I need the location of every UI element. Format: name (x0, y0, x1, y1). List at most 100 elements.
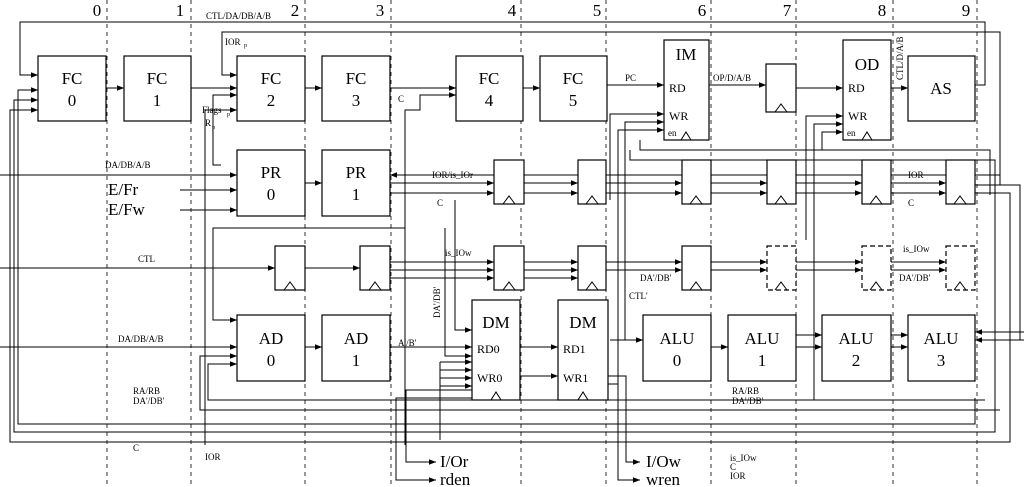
stage-dividers (106, 0, 978, 487)
stage-number-8: 8 (878, 1, 887, 20)
stage-number-9: 9 (962, 1, 971, 20)
svg-text:IM: IM (676, 45, 697, 64)
svg-text:1: 1 (352, 351, 361, 370)
svg-text:FC: FC (479, 69, 500, 88)
label-ior-is: IOR/is_IOr (432, 170, 473, 180)
label-is-iow-bot: is_IOw (730, 453, 757, 463)
block-alu1: ALU 1 (727, 314, 797, 382)
label-c-row2: C (437, 198, 443, 208)
svg-text:2: 2 (852, 351, 861, 370)
svg-text:3: 3 (937, 351, 946, 370)
block-fc3: FC 3 (321, 55, 391, 122)
svg-text:1: 1 (758, 351, 767, 370)
label-ior-bot2: IOR (730, 471, 746, 481)
label-ctlda: CTL/D/A/B (895, 36, 905, 80)
register-top-7 (765, 63, 797, 113)
svg-text:4: 4 (485, 91, 494, 110)
port-wren: wren (646, 470, 680, 487)
svg-text:ALU: ALU (745, 329, 780, 348)
label-dadbp2: DA'/DB' (732, 396, 764, 406)
label-dadb-vert: DA'/DB' (432, 286, 442, 318)
label-ior-bot: IOR (205, 452, 221, 462)
stage-number-0: 0 (93, 1, 102, 20)
svg-text:1: 1 (352, 185, 361, 204)
svg-text:ALU: ALU (839, 329, 874, 348)
label-dadbab1: DA/DB/A/B (105, 160, 151, 170)
svg-text:PR: PR (346, 163, 367, 182)
label-ctl: CTL (138, 254, 155, 264)
label-efr: E/Fr (108, 180, 139, 199)
block-pr1: PR 1 (321, 149, 391, 217)
block-od: OD RD WR en (842, 39, 892, 141)
svg-text:PR: PR (261, 163, 282, 182)
label-dadb-r: DA'/DB' (899, 273, 931, 283)
svg-text:0: 0 (267, 351, 276, 370)
svg-text:RD1: RD1 (563, 342, 586, 356)
label-ior-r: IOR (908, 170, 924, 180)
label-rarb: RA/RB (133, 386, 160, 396)
label-opdab: OP/D/A/B (713, 73, 751, 83)
label-c-bot: C (133, 443, 139, 453)
svg-text:AS: AS (930, 79, 952, 98)
svg-text:WR0: WR0 (477, 371, 502, 385)
label-is-iow: is_IOw (445, 248, 472, 258)
stage-number-1: 1 (176, 1, 185, 20)
stage-number-3: 3 (376, 1, 385, 20)
svg-text:2: 2 (267, 91, 276, 110)
svg-text:0: 0 (673, 351, 682, 370)
label-ctlp: CTL' (629, 291, 648, 301)
label-dadbp: DA'/DB' (133, 396, 165, 406)
block-alu0: ALU 0 (642, 314, 712, 382)
wires (0, 21, 1024, 483)
svg-text:0: 0 (68, 91, 77, 110)
label-efw: E/Fw (108, 200, 146, 219)
svg-text:ALU: ALU (660, 329, 695, 348)
svg-text:3: 3 (352, 91, 361, 110)
svg-text:en: en (847, 128, 856, 138)
stage-number-2: 2 (291, 1, 300, 20)
label-dadbab2: DA/DB/A/B (118, 334, 164, 344)
label-flags: Flags (202, 105, 222, 115)
label-c-r: C (908, 198, 914, 208)
svg-text:p: p (212, 125, 215, 131)
svg-text:p: p (244, 43, 247, 49)
svg-text:5: 5 (569, 91, 578, 110)
svg-text:OD: OD (855, 55, 880, 74)
block-fc1: FC 1 (123, 55, 192, 122)
ctl-row-registers (274, 245, 976, 291)
block-ad1: AD 1 (321, 314, 391, 382)
port-iow: I/Ow (646, 452, 682, 471)
label-is-iow-r: is_IOw (903, 244, 930, 254)
label-c-fc3: C (398, 94, 404, 104)
block-fc5: FC 5 (539, 55, 608, 122)
svg-text:FC: FC (346, 69, 367, 88)
svg-text:FC: FC (147, 69, 168, 88)
svg-text:AD: AD (344, 329, 369, 348)
label-ctl-top: CTL/DA/DB/A/B (206, 11, 271, 21)
block-im: IM RD WR en (663, 39, 710, 141)
svg-text:1: 1 (153, 91, 162, 110)
svg-text:WR: WR (669, 109, 688, 123)
stage-number-5: 5 (593, 1, 602, 20)
svg-text:FC: FC (563, 69, 584, 88)
label-c-bot2: C (730, 462, 736, 472)
block-pr0: PR 0 (236, 149, 306, 217)
svg-text:FC: FC (62, 69, 83, 88)
block-fc4: FC 4 (455, 55, 524, 122)
label-pc: PC (625, 73, 636, 83)
svg-text:RD: RD (669, 81, 686, 95)
svg-text:AD: AD (259, 329, 284, 348)
port-ior: I/Or (440, 452, 469, 471)
signal-labels: CTL/DA/DB/A/B IOR p Flags p R p C PC OP/… (105, 11, 931, 481)
stage-number-6: 6 (698, 1, 707, 20)
svg-text:WR1: WR1 (563, 371, 588, 385)
svg-text:ALU: ALU (924, 329, 959, 348)
block-fc0: FC 0 (37, 55, 107, 122)
block-ad0: AD 0 (236, 314, 306, 382)
label-dadb-mid: DA'/DB' (640, 273, 672, 283)
block-alu3: ALU 3 (907, 314, 976, 382)
svg-text:RD: RD (848, 81, 865, 95)
stage-number-7: 7 (783, 1, 792, 20)
block-dm0: DM RD0 WR0 (471, 299, 521, 401)
